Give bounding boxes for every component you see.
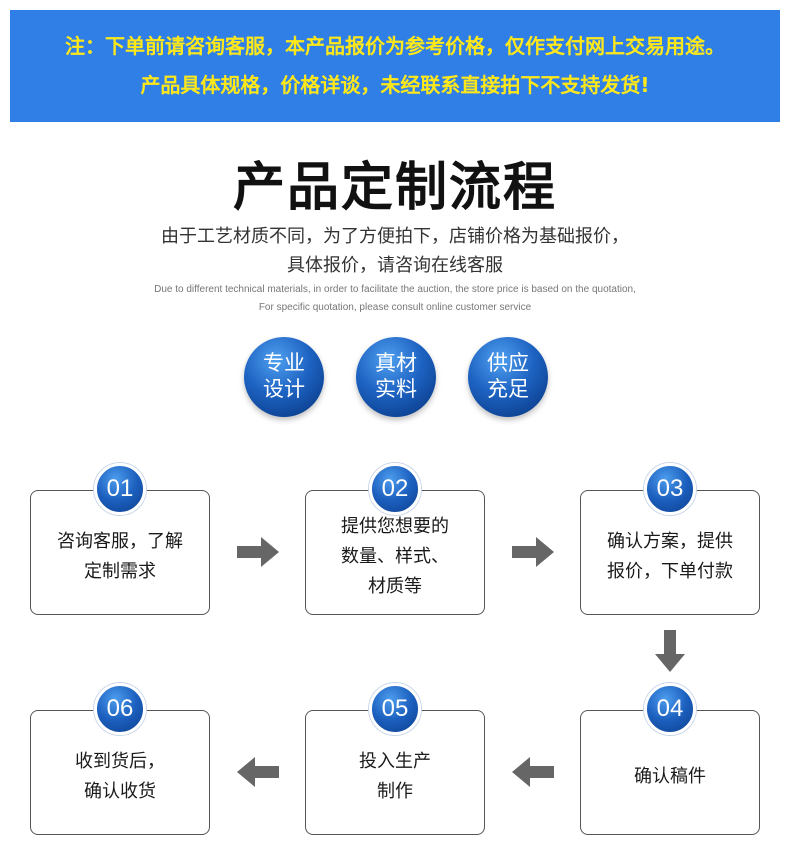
badge-line: 真材	[375, 351, 417, 375]
arrow-down-icon	[655, 630, 685, 672]
step-text: 咨询客服，了解 定制需求	[57, 530, 183, 582]
subtitle-line-1: 由于工艺材质不同，为了方便拍下，店铺价格为基础报价，	[161, 226, 629, 247]
notice-line-1: 注：下单前请咨询客服，本产品报价为参考价格，仅作支付网上交易用途。	[65, 34, 725, 58]
badge-line: 设计	[263, 377, 305, 401]
step-number-5: 05	[369, 683, 421, 735]
arrow-right-icon	[237, 537, 279, 567]
badge-line: 供应	[487, 351, 529, 375]
badge-line: 充足	[487, 377, 529, 401]
step-text: 收到货后， 确认收货	[75, 750, 165, 802]
step-number-6: 06	[94, 683, 146, 735]
badge-professional-design: 专业 设计	[244, 337, 324, 417]
step-number-2: 02	[369, 463, 421, 515]
badge-line: 专业	[263, 351, 305, 375]
arrow-left-icon	[512, 757, 554, 787]
step-text: 投入生产 制作	[359, 750, 431, 802]
step-number-3: 03	[644, 463, 696, 515]
notice-banner: 注：下单前请咨询客服，本产品报价为参考价格，仅作支付网上交易用途。 产品具体规格…	[10, 10, 780, 122]
step-text: 确认稿件	[634, 765, 706, 787]
step-text: 确认方案，提供 报价，下单付款	[607, 530, 733, 582]
arrow-right-icon	[512, 537, 554, 567]
step-number-4: 04	[644, 683, 696, 735]
page-title: 产品定制流程	[232, 158, 557, 218]
english-subtitle-line-1: Due to different technical materials, in…	[154, 284, 636, 295]
arrow-left-icon	[237, 757, 279, 787]
step-number-1: 01	[94, 463, 146, 515]
step-text: 提供您想要的 数量、样式、 材质等	[341, 515, 449, 597]
badge-ample-supply: 供应 充足	[468, 337, 548, 417]
notice-line-2: 产品具体规格，价格详谈，未经联系直接拍下不支持发货!	[140, 73, 650, 97]
badge-line: 实料	[375, 377, 417, 401]
english-subtitle-line-2: For specific quotation, please consult o…	[258, 302, 532, 313]
step-box-6: 收到货后， 确认收货	[30, 710, 210, 835]
badge-genuine-materials: 真材 实料	[356, 337, 436, 417]
subtitle-line-2: 具体报价，请咨询在线客服	[287, 255, 503, 276]
